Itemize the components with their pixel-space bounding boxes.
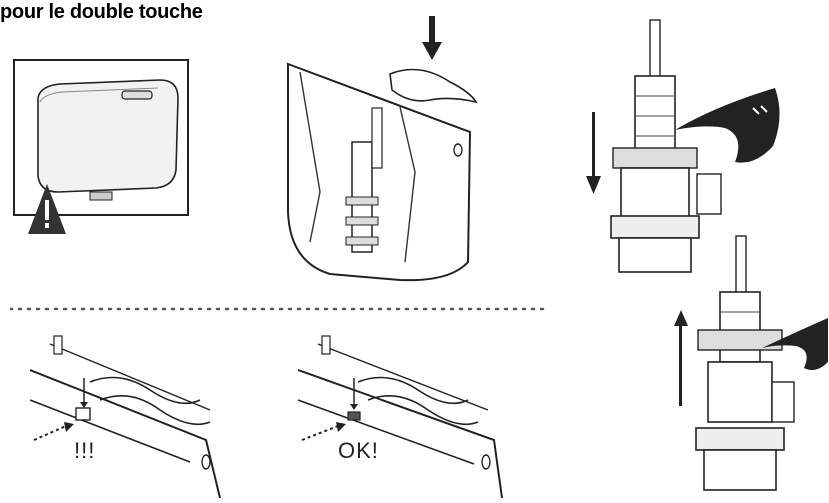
water-flush-icon [762,318,828,370]
page-title: pour le double touche [0,1,203,23]
correct-marker: OK! [338,438,379,463]
arrow-down-icon [422,16,442,60]
water-flush-icon [675,88,780,163]
arrow-down-icon [586,112,601,194]
dotted-divider [10,307,550,311]
cistern-warning-illustration [13,59,189,234]
arrow-up-icon [674,310,688,406]
incorrect-installation-illustration [30,335,221,498]
correct-installation-illustration [298,335,503,498]
flush-valve-up-illustration [674,235,828,491]
cistern-cutaway-illustration [287,16,478,282]
flush-valve-down-illustration [586,19,780,273]
incorrect-marker: !!! [74,438,96,463]
warning-icon [28,184,66,234]
